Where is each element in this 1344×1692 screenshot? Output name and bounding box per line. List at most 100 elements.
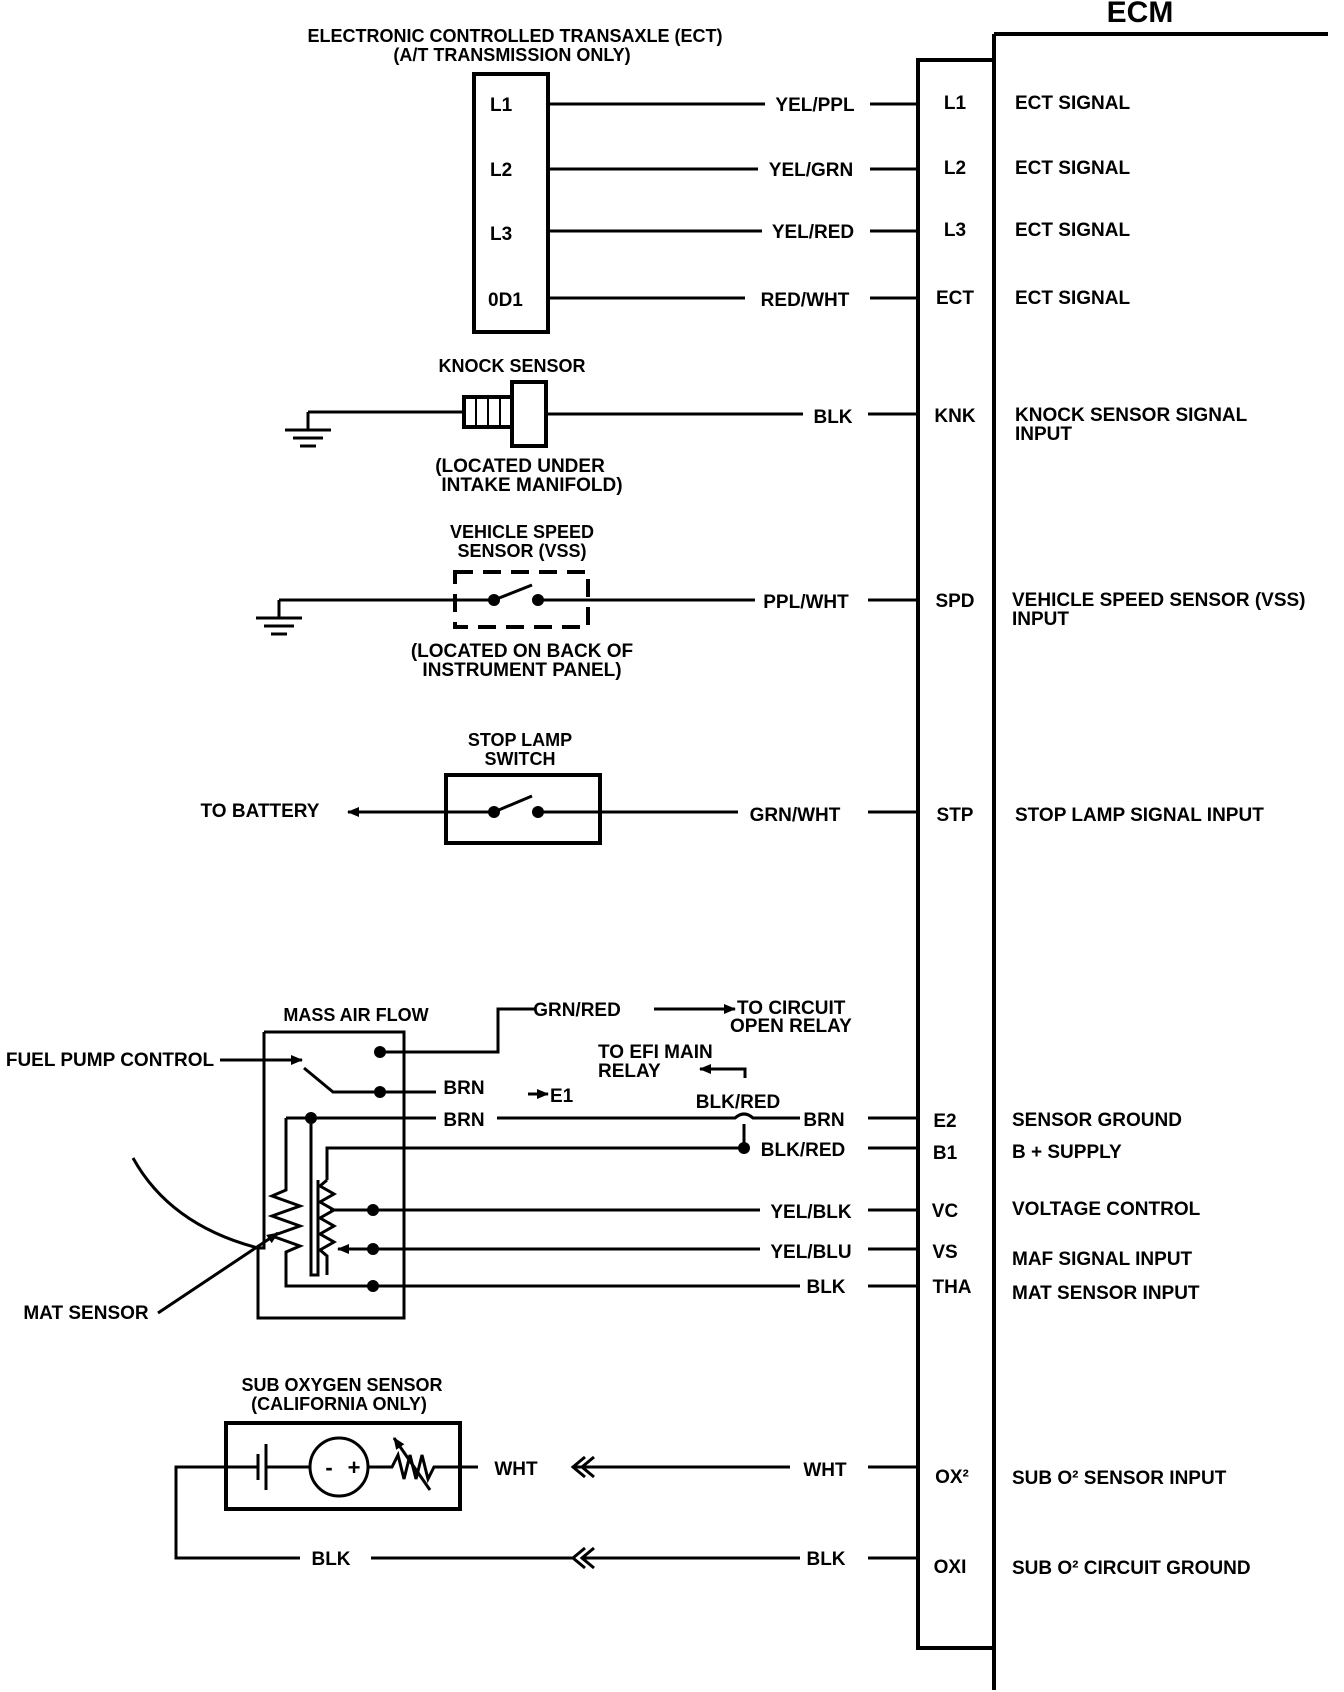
knock-note-line2: INTAKE MANIFOLD) [441, 475, 622, 496]
signal-l2: ECT SIGNAL [1015, 158, 1130, 179]
pin-l1: L1 [944, 93, 967, 114]
vss-title-line2: SENSOR (VSS) [457, 541, 586, 561]
knock-sensor-section: KNOCK SENSOR BLK (LOCATED UNDER INTAKE M… [285, 356, 918, 496]
wire-label-b1-blk-red: BLK/RED [761, 1140, 845, 1161]
knock-sensor-title: KNOCK SENSOR [438, 356, 585, 376]
sub-o2-ground-return [174, 1465, 300, 1560]
signal-vs: MAF SIGNAL INPUT [1012, 1249, 1193, 1270]
ect-terminal-l1: L1 [490, 95, 513, 116]
meter-minus: - [325, 1455, 332, 1480]
signal-tha: MAT SENSOR INPUT [1012, 1283, 1200, 1304]
signal-knk-line2: INPUT [1015, 424, 1072, 445]
pin-ox2: OX² [935, 1467, 969, 1488]
mat-sensor-arc [131, 1157, 259, 1250]
maf-resistor-frame [309, 1118, 320, 1277]
ect-terminal-od1: 0D1 [488, 290, 523, 311]
signal-spd-line1: VEHICLE SPEED SENSOR (VSS) [1012, 590, 1306, 611]
sub-o2-title-line2: (CALIFORNIA ONLY) [251, 1394, 427, 1414]
meter-plus: + [348, 1455, 361, 1480]
ect-connector-box [472, 72, 550, 334]
mat-sensor-arrow [157, 1231, 279, 1315]
knock-ground-icon [285, 412, 331, 448]
ect-title-line2: (A/T TRANSMISSION ONLY) [393, 45, 630, 65]
vss-housing [453, 570, 590, 629]
circuit-open-line1: TO CIRCUIT [737, 998, 846, 1019]
pin-vc: VC [932, 1201, 959, 1222]
ect-title-line1: ELECTRONIC CONTROLLED TRANSAXLE (ECT) [308, 26, 723, 46]
knock-thread-lines [475, 397, 501, 427]
signal-l1: ECT SIGNAL [1015, 93, 1130, 114]
wire-label-e2-brn: BRN [803, 1110, 844, 1131]
maf-section: MASS AIR FLOW FUEL PUMP CONTROL GRN/RED … [6, 998, 918, 1324]
fuel-pump-control-label: FUEL PUMP CONTROL [6, 1050, 215, 1071]
ecm-block: ECM [916, 0, 1328, 1690]
wire-grn-red [380, 1007, 536, 1054]
pin-b1: B1 [933, 1143, 958, 1164]
signal-e2: SENSOR GROUND [1012, 1110, 1182, 1131]
efi-relay-arrow [699, 1064, 747, 1078]
knock-sensor-body [510, 380, 548, 448]
wire-label-yel-grn: YEL/GRN [769, 160, 853, 181]
efi-relay-line1: TO EFI MAIN [598, 1042, 713, 1063]
ecm-pin-labels: L1 L2 L3 ECT KNK SPD STP E2 B1 VC VS THA… [932, 93, 976, 1578]
wire-label-blk-red-top: BLK/RED [696, 1092, 780, 1113]
ecm-signal-labels: ECT SIGNAL ECT SIGNAL ECT SIGNAL ECT SIG… [1012, 93, 1306, 1579]
vss-section: VEHICLE SPEED SENSOR (VSS) PPL/WHT (LOCA… [256, 522, 918, 681]
pin-oxi: OXI [934, 1557, 967, 1578]
wire-label-grn-wht: GRN/WHT [750, 805, 841, 826]
vss-note-line1: (LOCATED ON BACK OF [411, 641, 633, 662]
signal-ox2: SUB O² SENSOR INPUT [1012, 1468, 1227, 1489]
wire-label-brn-e1: BRN [443, 1078, 484, 1099]
wire-label-grn-red: GRN/RED [533, 1000, 621, 1021]
vss-note-line2: INSTRUMENT PANEL) [422, 660, 621, 681]
stop-lamp-title-line2: SWITCH [485, 749, 556, 769]
maf-title: MASS AIR FLOW [283, 1005, 428, 1025]
signal-stp: STOP LAMP SIGNAL INPUT [1015, 805, 1264, 826]
mat-sensor-label: MAT SENSOR [23, 1303, 149, 1324]
wire-label-yel-blk: YEL/BLK [770, 1202, 852, 1223]
pin-l3: L3 [944, 220, 966, 241]
signal-oxi: SUB O² CIRCUIT GROUND [1012, 1558, 1251, 1579]
wire-blk-red-internal [325, 1146, 744, 1180]
fuel-pump-switch-arm [303, 1066, 380, 1094]
wire-label-yel-red: YEL/RED [772, 222, 854, 243]
efi-relay-line2: RELAY [598, 1061, 661, 1082]
vss-ground-icon [256, 600, 302, 636]
to-battery-label: TO BATTERY [201, 801, 320, 822]
stop-lamp-title-line1: STOP LAMP [468, 730, 572, 750]
sub-o2-blk-label: BLK [311, 1549, 350, 1570]
wire-label-ppl-wht: PPL/WHT [763, 592, 849, 613]
wire-label-red-wht: RED/WHT [761, 290, 850, 311]
pin-l2: L2 [944, 158, 966, 179]
wire-label-brn-e2: BRN [443, 1110, 484, 1131]
pin-stp: STP [937, 805, 974, 826]
wire-label-knk-blk: BLK [813, 407, 852, 428]
stop-lamp-section: STOP LAMP SWITCH TO BATTERY GRN/WHT [201, 730, 918, 845]
e1-label: E1 [550, 1086, 574, 1107]
variable-resistor-arrow [392, 1437, 432, 1491]
pin-tha: THA [932, 1277, 971, 1298]
wire-label-yel-blu: YEL/BLU [770, 1242, 851, 1263]
pin-e2: E2 [933, 1111, 956, 1132]
signal-l3: ECT SIGNAL [1015, 220, 1130, 241]
stop-lamp-switch-arm [493, 794, 533, 814]
sub-o2-title-line1: SUB OXYGEN SENSOR [241, 1375, 442, 1395]
wire-label-ox2-wht: WHT [803, 1460, 847, 1481]
pin-ect: ECT [936, 288, 974, 309]
knock-note-line1: (LOCATED UNDER [435, 456, 605, 477]
stop-lamp-switch-box [444, 773, 602, 845]
ecm-housing [992, 32, 1328, 1690]
ect-terminal-l2: L2 [490, 160, 512, 181]
signal-b1: B + SUPPLY [1012, 1142, 1122, 1163]
ect-terminal-l3: L3 [490, 224, 512, 245]
wire-label-tha-blk: BLK [806, 1277, 845, 1298]
ect-section: ELECTRONIC CONTROLLED TRANSAXLE (ECT) (A… [308, 26, 918, 334]
ecm-title: ECM [1107, 0, 1174, 29]
signal-knk-line1: KNOCK SENSOR SIGNAL [1015, 405, 1248, 426]
maf-housing [256, 1030, 406, 1320]
vss-switch-arm [493, 583, 533, 602]
wire-e2 [497, 1112, 918, 1120]
pin-spd: SPD [935, 591, 974, 612]
sub-o2-wht-label: WHT [494, 1459, 538, 1480]
